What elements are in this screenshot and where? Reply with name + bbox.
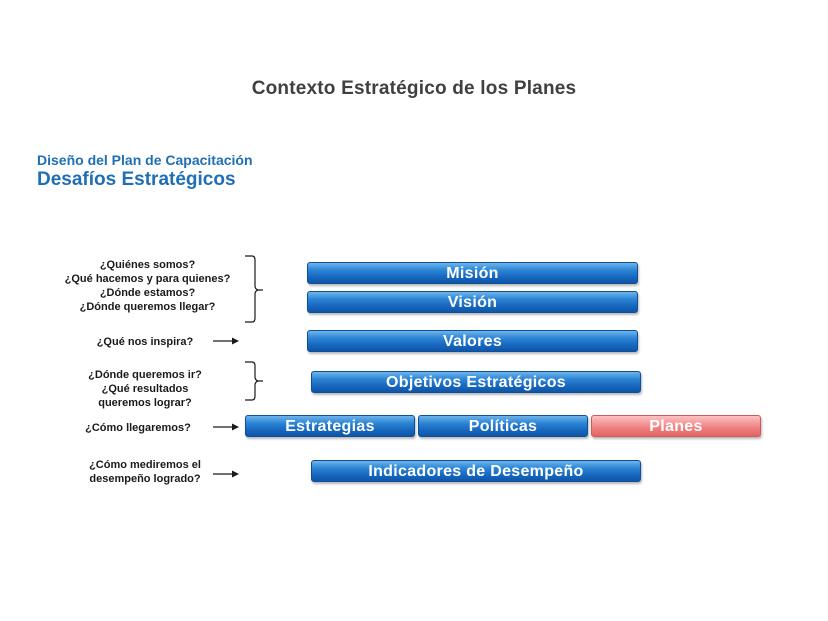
- politicas-bar: Políticas: [418, 415, 588, 437]
- objetivos-bar: Objetivos Estratégicos: [311, 371, 641, 393]
- page-title: Contexto Estratégico de los Planes: [251, 78, 577, 99]
- bracket-identity: [245, 255, 263, 323]
- estrategias-bar: Estrategias: [245, 415, 415, 437]
- question-inspire: ¿Qué nos inspira?: [96, 336, 194, 348]
- planes-bar: Planes: [591, 415, 761, 437]
- challenges-heading: Desafíos Estratégicos: [37, 169, 236, 190]
- valores-bar: Valores: [307, 330, 638, 352]
- vision-bar: Visión: [307, 291, 638, 313]
- bracket-objectives: [245, 361, 263, 401]
- arrowhead-how: [232, 423, 239, 431]
- question-measure: ¿Cómo mediremos el desempeño logrado?: [89, 459, 201, 485]
- arrowhead-measure: [232, 470, 239, 478]
- question-how: ¿Cómo llegaremos?: [85, 422, 191, 434]
- indicadores-bar: Indicadores de Desempeño: [311, 460, 641, 482]
- plan-subtitle: Diseño del Plan de Capacitación: [37, 152, 253, 168]
- arrowhead-inspire: [232, 337, 239, 345]
- question-identity: ¿Quiénes somos? ¿Qué hacemos y para quie…: [64, 259, 231, 313]
- mision-bar: Misión: [307, 262, 638, 284]
- question-objectives: ¿Dónde queremos ir? ¿Qué resultados quer…: [88, 369, 202, 409]
